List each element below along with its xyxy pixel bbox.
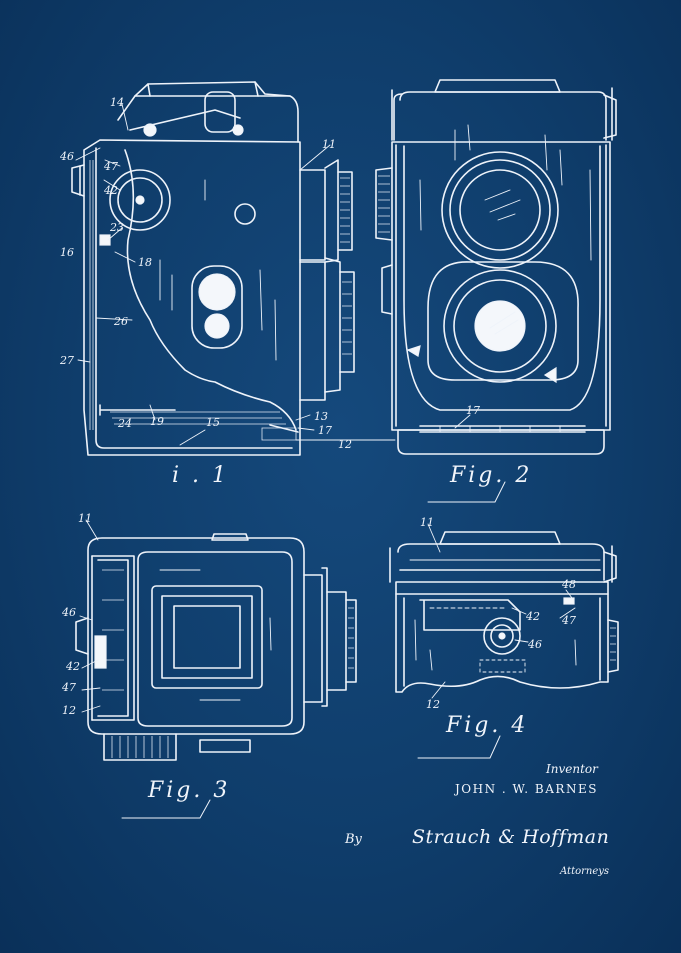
- figure-4-label-underline: [417, 735, 501, 759]
- ref-47: 47: [103, 160, 118, 173]
- ref-fig4-46: 46: [527, 638, 542, 651]
- figure-2-label: Fig. 2: [449, 463, 532, 488]
- ref-18: 18: [138, 256, 152, 269]
- ref-46: 46: [59, 150, 74, 163]
- ref-15: 15: [206, 416, 220, 429]
- ref-fig3-12: 12: [62, 704, 76, 717]
- ref-19: 19: [150, 415, 164, 428]
- figure-1-numerals: 14 11 46 47 42 23 16 18 26 27 24 19 15 1…: [59, 96, 352, 451]
- ref-11: 11: [322, 138, 336, 151]
- ref-26: 26: [113, 315, 128, 328]
- by-label: By: [345, 832, 362, 847]
- figure-4-numerals: 11 48 42 47 46 12: [420, 516, 576, 711]
- ref-14: 14: [110, 96, 124, 109]
- figure-3-label: Fig. 3: [147, 778, 230, 803]
- figure-3-label-underline: [121, 799, 211, 819]
- ref-fig3-46: 46: [61, 606, 76, 619]
- ref-16: 16: [60, 246, 74, 259]
- ref-12: 12: [338, 438, 352, 451]
- ref-fig3-47: 47: [61, 681, 76, 694]
- ref-17: 17: [318, 424, 332, 437]
- attorneys-label: Attorneys: [560, 866, 610, 877]
- ref-fig3-11: 11: [78, 512, 92, 525]
- inventor-label: Inventor: [546, 762, 598, 776]
- figure-2-front-view: [375, 79, 617, 455]
- ref-fig4-48: 48: [561, 578, 576, 591]
- figure-4-top-view: [389, 523, 619, 699]
- figure-3-numerals: 11 46 42 47 12: [61, 512, 92, 717]
- figure-3-rear-view: [75, 519, 357, 761]
- figure-4-label: Fig. 4: [445, 713, 528, 738]
- ref-fig3-42: 42: [65, 660, 80, 673]
- ref-fig4-11: 11: [420, 516, 434, 529]
- ref-42: 42: [103, 184, 118, 197]
- inventor-name: JOHN . W. BARNES: [455, 782, 598, 796]
- figure-1-side-cutaway: [71, 81, 396, 456]
- ref-fig4-47: 47: [561, 614, 576, 627]
- ref-27: 27: [59, 354, 74, 367]
- figure-2-label-underline: [427, 481, 506, 503]
- ref-13: 13: [314, 410, 328, 423]
- figure-1-label: i . 1: [172, 463, 229, 488]
- ref-23: 23: [109, 221, 124, 234]
- ref-fig2-17: 17: [466, 404, 480, 417]
- attorneys-signature: Strauch & Hoffman: [412, 826, 610, 848]
- ref-fig4-12: 12: [426, 698, 440, 711]
- ref-fig4-42: 42: [525, 610, 540, 623]
- ref-24: 24: [117, 417, 132, 430]
